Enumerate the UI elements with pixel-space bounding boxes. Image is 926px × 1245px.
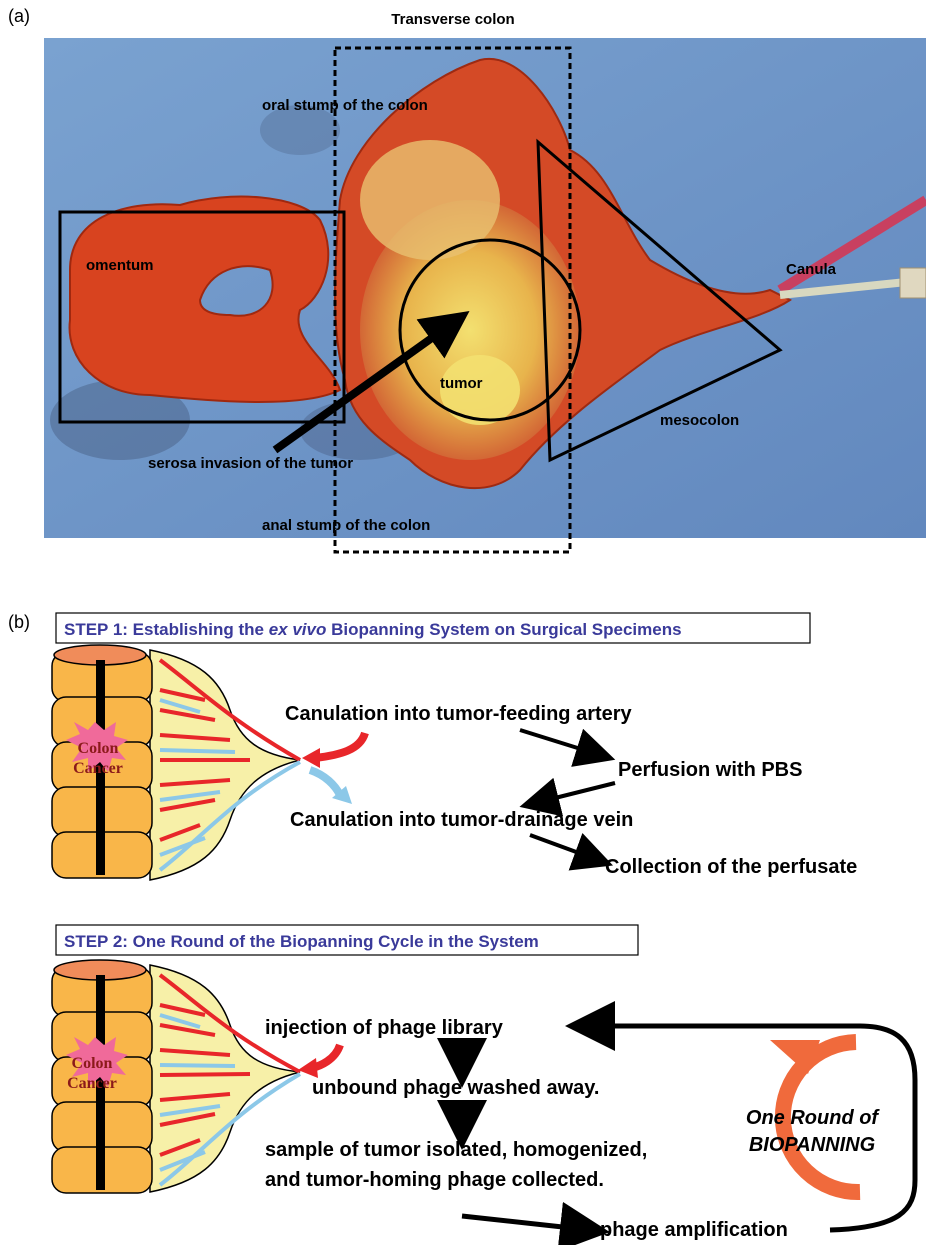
step2-cycle-line2: BIOPANNING [749, 1134, 875, 1156]
step1-arrow-to-vein [535, 783, 615, 803]
step1-mesentery [150, 650, 300, 880]
omentum-label: omentum [86, 257, 154, 274]
step1-cancer-line1: Colon [78, 740, 119, 757]
step2-cancer-line1: Colon [72, 1055, 113, 1072]
step1-arrow-to-collection [530, 835, 598, 860]
step2-sample-line1: sample of tumor isolated, homogenized, [265, 1139, 647, 1161]
step1-title-suffix: Biopanning System on Surgical Specimens [326, 620, 681, 639]
step2-injection-arrowhead [298, 1058, 318, 1078]
step2-sample-line2: and tumor-homing phage collected. [265, 1169, 604, 1191]
anal-stump-label: anal stump of the colon [262, 517, 430, 534]
step1-canulation-vein: Canulation into tumor-drainage vein [290, 809, 633, 831]
step2-section: STEP 2: One Round of the Biopanning Cycl… [52, 925, 915, 1241]
step1-perfusion: Perfusion with PBS [618, 759, 802, 781]
step2-cancer-line2: Cancer [67, 1075, 117, 1092]
panel-a-title: Transverse colon [391, 11, 514, 28]
step2-arrow-to-amplification [462, 1216, 590, 1230]
serosa-invasion-label: serosa invasion of the tumor [148, 455, 353, 472]
mesocolon-label: mesocolon [660, 412, 739, 429]
step2-unbound: unbound phage washed away. [312, 1077, 599, 1099]
step1-colon-illustration: Colon Cancer [52, 645, 300, 880]
step2-cycle-line1: One Round of [746, 1107, 881, 1129]
step1-title-italic: ex vivo [269, 620, 327, 639]
step1-artery-arrowhead [302, 748, 320, 768]
step1-title-prefix: STEP 1: Establishing the [64, 620, 269, 639]
oral-stump-label: oral stump of the colon [262, 97, 428, 114]
step1-section: STEP 1: Establishing the ex vivo Biopann… [52, 613, 857, 880]
step1-canulation-artery: Canulation into tumor-feeding artery [285, 703, 633, 725]
step2-amplification: phage amplification [600, 1219, 788, 1241]
panel-b-letter: (b) [8, 612, 30, 632]
step2-title: STEP 2: One Round of the Biopanning Cycl… [64, 932, 539, 951]
step1-arrow-to-perfusion [520, 730, 600, 755]
step1-title: STEP 1: Establishing the ex vivo Biopann… [64, 620, 682, 639]
step1-cancer-line2: Cancer [73, 760, 123, 777]
step2-colon-illustration: Colon Cancer [52, 960, 300, 1193]
canula-label: Canula [786, 261, 837, 278]
tumor-label: tumor [440, 375, 483, 392]
step1-vein-arrow [310, 770, 340, 795]
step2-injection: injection of phage library [265, 1017, 504, 1039]
panel-a-letter: (a) [8, 6, 30, 26]
canula-connector [900, 268, 926, 298]
specimen-photo: oral stump of the colon omentum Canula t… [44, 38, 926, 552]
step1-collection: Collection of the perfusate [605, 856, 857, 878]
step1-artery-arrow [315, 733, 365, 758]
